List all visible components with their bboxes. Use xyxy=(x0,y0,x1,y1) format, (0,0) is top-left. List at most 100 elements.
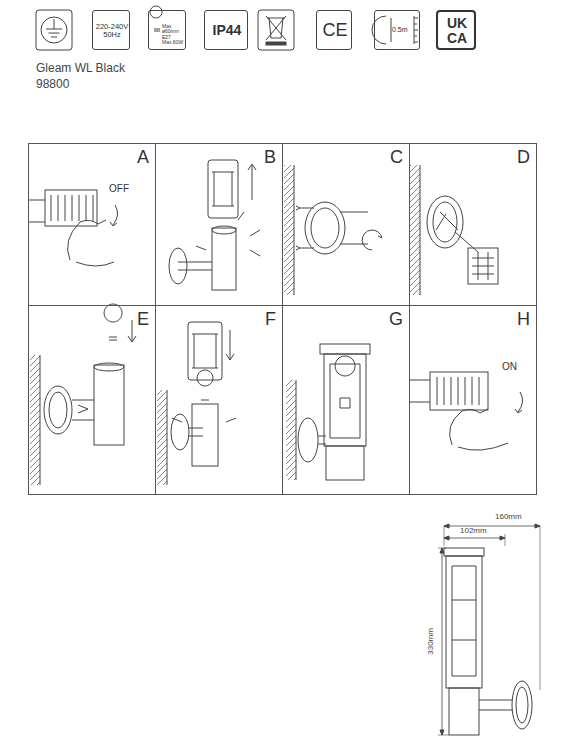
shade-refit-part xyxy=(167,390,168,485)
distance-symbol-part xyxy=(372,16,418,44)
product-name: Gleam WL Black xyxy=(36,62,125,75)
step-letter: D xyxy=(517,148,530,167)
lamp-disassembly xyxy=(169,160,260,290)
weee-symbol-part xyxy=(258,10,294,50)
wiring-part xyxy=(436,212,478,252)
step-letter: B xyxy=(264,148,276,167)
bulb-insertion-part xyxy=(104,304,122,340)
assembled-lamp-part xyxy=(318,436,326,444)
icon-text: 220-240V 50Hz xyxy=(95,23,129,39)
shade-refit-part xyxy=(192,404,218,466)
bulb-insertion-part xyxy=(40,355,41,485)
shade-refit-part xyxy=(188,322,222,380)
switch-state: OFF xyxy=(109,184,129,195)
assembled-lamp-part xyxy=(296,380,297,480)
shade-refit xyxy=(157,322,236,485)
lamp-disassembly-part xyxy=(212,172,234,206)
step-panel: A OFF xyxy=(28,143,156,306)
lamp-disassembly-part xyxy=(212,228,236,290)
shade-refit-part xyxy=(197,370,213,400)
breaker-switch-on-part xyxy=(515,392,523,413)
shade-refit-part xyxy=(172,418,236,436)
dimension-drawing-part xyxy=(449,688,479,735)
icon-text: Max ø60mm E27 Max.60W xyxy=(162,24,186,45)
step-letter: C xyxy=(390,148,403,167)
breaker-switch-part xyxy=(51,195,93,221)
wall-mounting-part xyxy=(296,206,368,250)
weee-symbol-part xyxy=(266,42,286,45)
lamp-disassembly-part xyxy=(208,160,238,218)
assembled-lamp-part xyxy=(326,446,364,480)
breaker-switch-part xyxy=(68,220,114,266)
step-panel: E xyxy=(28,305,156,495)
step-panel: HON xyxy=(409,305,537,495)
earth-symbol-part xyxy=(36,10,72,50)
wiring-part xyxy=(472,252,494,280)
wiring-part xyxy=(420,165,421,295)
breaker-switch-on-part xyxy=(430,372,488,410)
dimension-drawing-part xyxy=(452,566,476,676)
distance-symbol xyxy=(372,16,418,44)
wiring-part xyxy=(427,196,463,248)
dimension-drawing-part xyxy=(446,556,482,688)
icon-text: IP44 xyxy=(207,23,247,38)
earth-symbol-part xyxy=(46,19,62,37)
assembled-lamp-part xyxy=(324,354,366,446)
weee-symbol-part xyxy=(266,16,286,40)
dimension-drawing-part xyxy=(479,700,513,710)
distance-icon: 0.5m xyxy=(374,10,420,50)
bulb-insertion-part xyxy=(49,392,67,428)
ukca-mark-icon: UK CA xyxy=(436,10,476,50)
dimension-drawing-part xyxy=(438,548,449,735)
bulb-insertion-part xyxy=(94,365,124,445)
step-panel: G xyxy=(282,305,410,495)
lamp-disassembly-part xyxy=(178,262,212,270)
breaker-switch-on xyxy=(409,372,523,450)
step-panel: F xyxy=(155,305,283,495)
bulb-insertion-part xyxy=(94,363,124,371)
dimension: 102mm xyxy=(460,527,487,536)
bulb-insertion xyxy=(30,304,136,485)
icon-text: UK CA xyxy=(440,16,474,45)
dimension: 160mm xyxy=(495,513,522,522)
assembled-lamp-part xyxy=(320,344,370,354)
ce-mark-icon: CE xyxy=(316,10,352,50)
dimension-drawing-part xyxy=(444,524,540,540)
wall-mounting-part xyxy=(294,165,295,295)
lamp-disassembly-part xyxy=(212,226,236,234)
breaker-switch-on-part xyxy=(450,409,508,450)
dimension-drawing-part xyxy=(442,548,443,735)
bulb-insertion-part xyxy=(128,320,136,342)
wiring xyxy=(410,165,498,295)
step-panel: B xyxy=(155,143,283,306)
assembled-lamp xyxy=(286,344,370,480)
breaker-switch-part xyxy=(28,200,45,222)
assembled-lamp-part xyxy=(335,356,355,408)
dimension-drawing-part xyxy=(444,526,540,538)
breaker-switch xyxy=(28,190,118,266)
lamp-disassembly-part xyxy=(196,212,260,256)
wiring-part xyxy=(433,202,457,242)
lamp-disassembly-part xyxy=(248,164,256,200)
wiring-part xyxy=(468,248,498,284)
bulb-insertion-part xyxy=(30,355,40,485)
earth-symbol-part xyxy=(41,17,67,43)
breaker-switch-part xyxy=(110,205,118,226)
assembled-lamp-part xyxy=(298,418,318,462)
voltage-icon: 220-240V 50Hz xyxy=(92,10,130,50)
dimension: 330mm xyxy=(427,628,436,655)
bulb-icon: Max ø60mm E27 Max.60W xyxy=(148,10,186,50)
wall-mounting xyxy=(284,165,382,295)
bulb-insertion-part xyxy=(72,400,94,420)
step-letter: H xyxy=(517,310,530,329)
product-code: 98800 xyxy=(36,78,69,91)
step-letter: A xyxy=(137,148,149,167)
step-letter: F xyxy=(265,310,276,329)
breaker-switch-on-part xyxy=(409,380,430,402)
lamp-disassembly-part xyxy=(169,248,187,284)
step-panel: D xyxy=(409,143,537,306)
shade-refit-part xyxy=(157,390,167,485)
wall-mounting-part xyxy=(305,202,345,254)
